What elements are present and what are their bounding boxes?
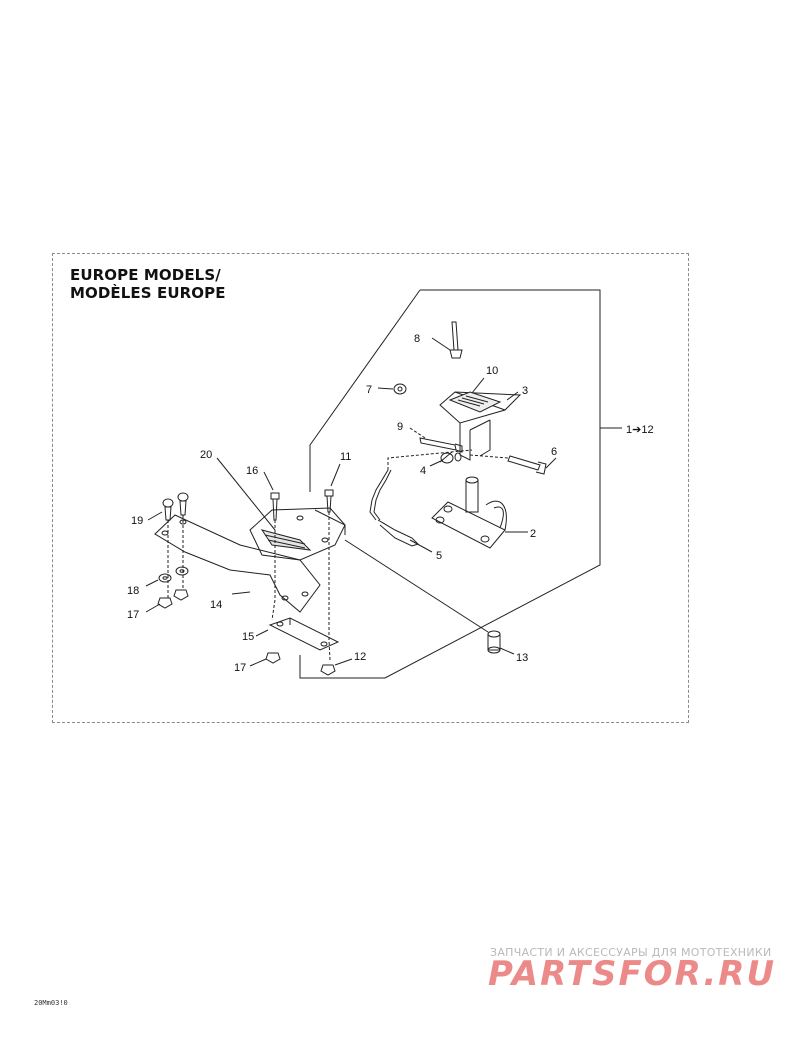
callout-label: 12 — [354, 651, 366, 663]
nut-part-7 — [393, 383, 407, 395]
callout-label: 10 — [486, 365, 498, 377]
leader-15 — [255, 629, 269, 637]
callout-label: 4 — [420, 465, 426, 477]
dash-13 — [344, 539, 489, 633]
title-line-1: EUROPE MODELS/ — [70, 266, 221, 284]
callout-label: 13 — [516, 652, 528, 664]
dash-6 — [469, 454, 509, 459]
leader-5 — [409, 539, 433, 553]
leader-7 — [377, 387, 394, 390]
callout-label: 7 — [366, 384, 372, 396]
lever-part-4 — [439, 451, 462, 464]
callout-label: 15 — [242, 631, 254, 643]
nut-part-17 — [157, 589, 189, 609]
callout-label: 3 — [522, 385, 528, 397]
callout-label: 17 — [234, 662, 246, 674]
callout-label: 11 — [340, 451, 351, 463]
leader-4 — [429, 459, 444, 467]
screw-part-19 — [162, 498, 174, 521]
leader-17 — [145, 603, 161, 613]
leader-20 — [216, 457, 276, 531]
dash-cable — [387, 449, 473, 470]
diagram-frame — [52, 253, 689, 723]
bolt-part-9 — [419, 437, 463, 453]
lower-bracket-part-2 — [431, 476, 507, 549]
screw-part-11 — [324, 489, 334, 513]
leader-8 — [431, 337, 451, 351]
leader-17-lower — [249, 658, 267, 667]
callout-label: 20 — [200, 449, 212, 461]
leader-10 — [471, 377, 485, 394]
watermark-logo: PARTSFOR.RU — [488, 954, 777, 994]
screw-part-16 — [270, 492, 280, 521]
leader-3 — [506, 391, 519, 401]
bolt-part-6 — [507, 455, 547, 475]
figure-code: 20Mm03!0 — [34, 999, 68, 1007]
leader-11 — [330, 463, 341, 487]
screw-part-8 — [449, 321, 463, 359]
title-line-2: MODÈLES EUROPE — [70, 284, 226, 302]
cable-part-5 — [369, 469, 419, 547]
assembly-bracket-line — [299, 289, 601, 679]
leader-6 — [545, 457, 557, 469]
assembly-diagonal-line — [309, 289, 421, 492]
nut-part-12 — [320, 664, 336, 676]
callout-label: 6 — [551, 446, 557, 458]
plate-part-10 — [448, 391, 502, 413]
leader-18 — [145, 579, 159, 587]
leader-12 — [334, 658, 353, 666]
watermark-tagline: ЗАПЧАСТИ И АКСЕССУАРЫ ДЛЯ МОТОТЕХНИКИ — [490, 946, 772, 959]
leader-13 — [499, 647, 515, 655]
leader-19 — [147, 511, 163, 521]
nut-part-17-lower — [265, 652, 281, 664]
washer-part-18 — [158, 566, 189, 583]
leader-9 — [409, 427, 426, 439]
dash-11 — [328, 512, 331, 661]
leader-16 — [263, 471, 274, 491]
base-plate-part-14 — [154, 514, 321, 613]
callout-label: 9 — [397, 421, 403, 433]
screw-part-19b — [177, 492, 189, 516]
leader-14 — [231, 591, 251, 595]
base-bracket-part-20 — [249, 507, 346, 561]
callout-label: 5 — [436, 550, 442, 562]
callout-label: 16 — [246, 465, 258, 477]
callout-label: 18 — [127, 585, 139, 597]
callout-label: 19 — [131, 515, 143, 527]
callout-label: 14 — [210, 599, 222, 611]
callout-label: 8 — [414, 333, 420, 345]
callout-label: 17 — [127, 609, 139, 621]
plate-part-15 — [268, 617, 340, 651]
spacer-part-13 — [487, 630, 501, 654]
dash-16 — [271, 520, 276, 621]
callout-label: 2 — [530, 528, 536, 540]
callout-label: 1➔12 — [626, 424, 654, 436]
